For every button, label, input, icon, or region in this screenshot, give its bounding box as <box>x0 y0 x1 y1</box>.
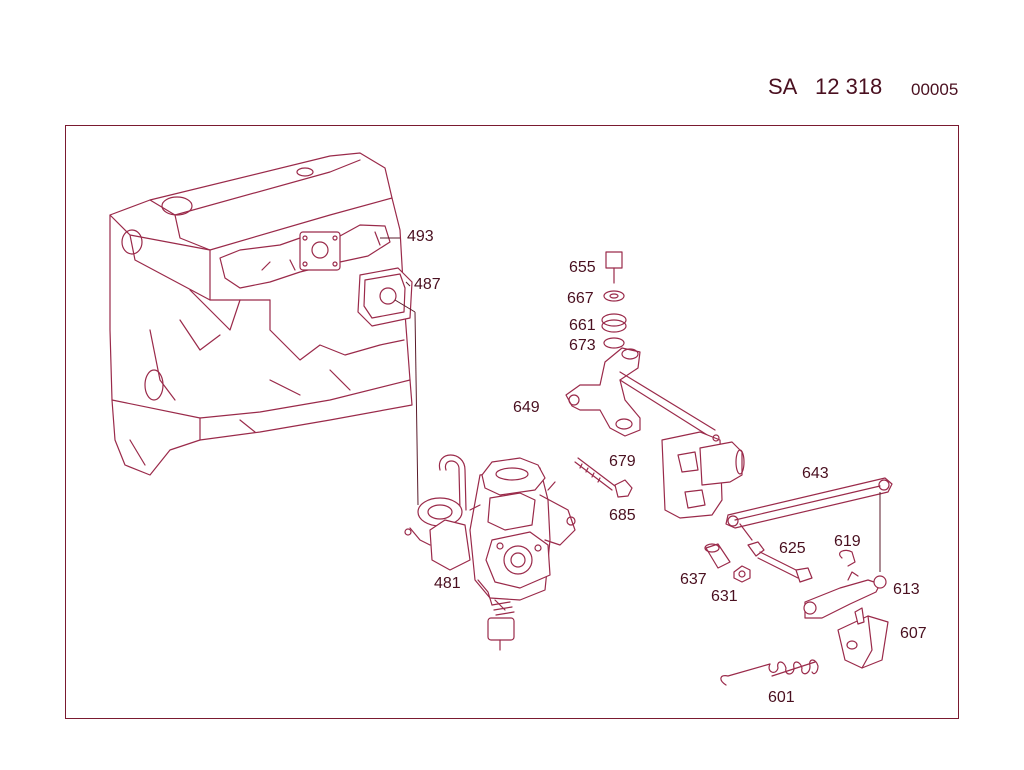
lever-613-drawing <box>803 549 887 619</box>
bracket-649-drawing <box>565 251 716 439</box>
label-601: 601 <box>768 689 795 706</box>
spring-601-drawing <box>720 659 819 686</box>
label-625: 625 <box>779 540 806 557</box>
label-493: 493 <box>407 228 434 245</box>
diagram-frame <box>65 125 959 719</box>
label-607: 607 <box>900 625 927 642</box>
actuator-block-drawing <box>661 431 745 519</box>
label-661: 661 <box>569 317 596 334</box>
drawing-number: 12 318 <box>815 74 883 99</box>
bracket-607-drawing <box>837 607 889 669</box>
label-481: 481 <box>434 575 461 592</box>
drawing-prefix: SA <box>768 74 798 99</box>
engine-block-drawing <box>109 152 413 476</box>
label-649: 649 <box>513 399 540 416</box>
label-631: 631 <box>711 588 738 605</box>
label-637: 637 <box>680 571 707 588</box>
gasket-487-drawing <box>357 267 419 506</box>
label-643: 643 <box>802 465 829 482</box>
bushing-637-drawing <box>704 543 751 583</box>
rod-643-drawing <box>725 477 893 572</box>
sheet-number: 00005 <box>911 80 959 99</box>
label-487: 487 <box>414 276 441 293</box>
label-685: 685 <box>609 507 636 524</box>
label-679: 679 <box>609 453 636 470</box>
label-619: 619 <box>834 533 861 550</box>
label-655: 655 <box>569 259 596 276</box>
label-613: 613 <box>893 581 920 598</box>
linkage-625-drawing <box>747 541 813 583</box>
stud-679-drawing <box>574 457 633 498</box>
label-673: 673 <box>569 337 596 354</box>
label-667: 667 <box>567 290 594 307</box>
carburetor-481-drawing <box>404 454 576 651</box>
